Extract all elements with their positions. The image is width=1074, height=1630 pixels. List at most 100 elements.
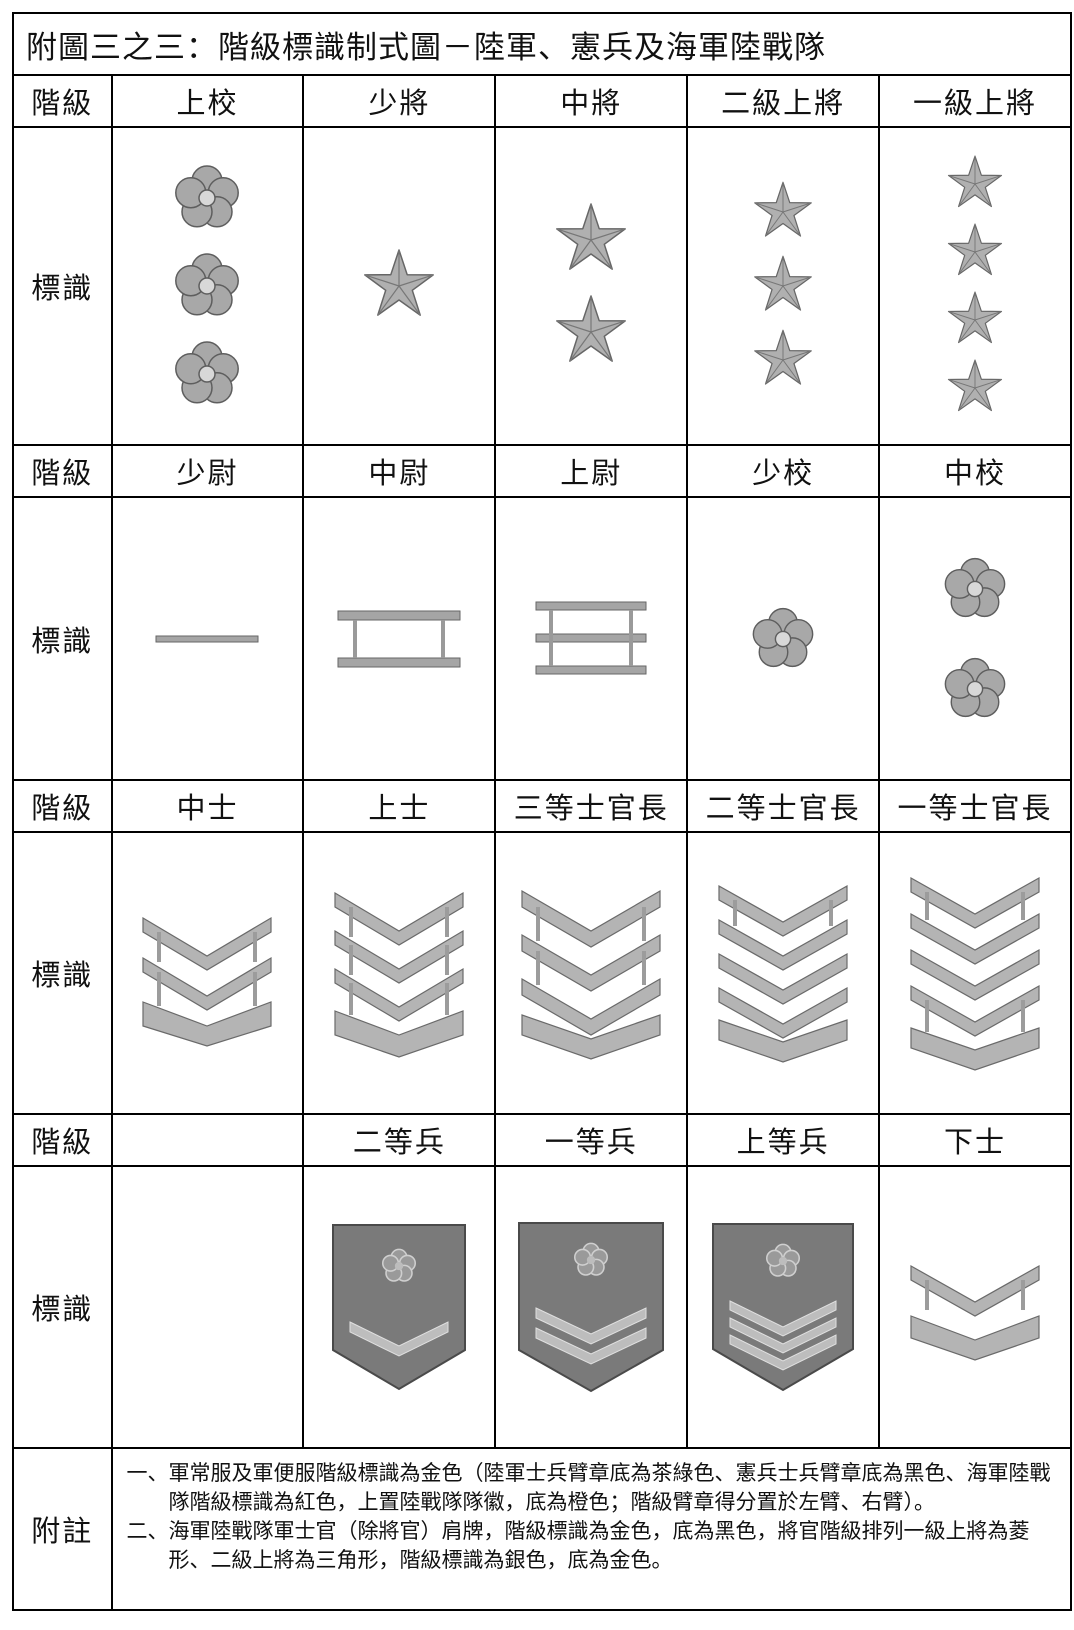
insignia-cell [686, 831, 881, 1115]
rank-name: 中士 [110, 779, 305, 833]
insignia-cell [302, 496, 497, 781]
major-general-insignia [304, 246, 494, 326]
arm-patch-icon [712, 1223, 855, 1392]
rank-name: 一等兵 [494, 1113, 689, 1167]
private-first-class-insignia [496, 1220, 686, 1394]
star-icon [754, 255, 812, 311]
rank-name: 中將 [494, 74, 689, 128]
note-item: 一、 軍常服及軍便服階級標識為金色（陸軍士兵臂章底為茶綠色、憲兵士兵臂章底為黑色… [127, 1459, 1060, 1517]
star-icon [947, 291, 1003, 344]
insignia-cell [878, 831, 1072, 1115]
colonel-insignia [113, 162, 303, 410]
notes-label: 附註 [12, 1447, 113, 1611]
rank-name: 上等兵 [686, 1113, 881, 1167]
chevrons-icon [910, 1264, 1040, 1361]
private-second-class-insignia [304, 1222, 494, 1392]
insignia-cell [878, 496, 1072, 781]
plum-blossom-icon [944, 657, 1006, 717]
insignia-cell [110, 831, 305, 1115]
insignia-row-label: 標識 [12, 1165, 113, 1449]
plum-blossom-icon [175, 253, 240, 316]
rank-row-label: 階級 [12, 1113, 113, 1167]
master-sergeant-second-class-insignia [688, 880, 878, 1066]
insignia-cell [110, 496, 305, 781]
rank-insignia-table: 附圖三之三：階級標識制式圖－陸軍、憲兵及海軍陸戰隊 階級 上校 少將 中將 二級… [12, 12, 1073, 1611]
insignia-cell [494, 126, 689, 446]
star-icon [556, 203, 627, 270]
chevrons-icon [142, 916, 273, 1047]
star-icon [947, 155, 1003, 208]
rank-name: 二等士官長 [686, 779, 881, 833]
note-text: 海軍陸戰隊軍士官（除將官）肩牌，階級標識為金色，底為黑色，將官階級排列一級上將為… [168, 1519, 1030, 1572]
star-icon [364, 249, 435, 316]
insignia-cell [302, 831, 497, 1115]
insignia-cell [878, 126, 1072, 446]
rank-row-label: 階級 [12, 444, 113, 498]
insignia-cell [878, 1165, 1072, 1449]
plum-blossom-icon [752, 607, 814, 667]
first-lieutenant-insignia [304, 607, 494, 671]
double-bar-icon [337, 610, 461, 667]
sergeant-insignia [113, 898, 303, 1048]
rank-name: 上校 [110, 74, 305, 128]
insignia-row-label: 標識 [12, 126, 113, 446]
rank-name: 三等士官長 [494, 779, 689, 833]
master-sergeant-first-class-insignia [880, 872, 1070, 1074]
master-sergeant-third-class-insignia [496, 883, 686, 1063]
star-icon [947, 359, 1003, 412]
arm-patch-icon [518, 1222, 665, 1393]
insignia-cell [302, 1165, 497, 1449]
note-text: 軍常服及軍便服階級標識為金色（陸軍士兵臂章底為茶綠色、憲兵士兵臂章底為黑色、海軍… [168, 1461, 1051, 1514]
major-insignia [688, 604, 878, 674]
insignia-cell-empty [110, 1165, 305, 1449]
plum-blossom-icon [944, 557, 1006, 617]
insignia-cell [686, 126, 881, 446]
second-lieutenant-insignia [113, 634, 303, 644]
arm-patch-icon [332, 1224, 467, 1391]
insignia-cell [110, 126, 305, 446]
rank-name: 上尉 [494, 444, 689, 498]
rank-name: 下士 [878, 1113, 1072, 1167]
rank-row-label: 階級 [12, 779, 113, 833]
insignia-row-label: 標識 [12, 831, 113, 1115]
rank-name: 二級上將 [686, 74, 881, 128]
note-number: 一、 [126, 1461, 169, 1485]
chevrons-icon [521, 889, 661, 1060]
rank-row-label: 階級 [12, 74, 113, 128]
lance-corporal-insignia [688, 1221, 878, 1393]
rank-name: 中校 [878, 444, 1072, 498]
notes-content: 一、 軍常服及軍便服階級標識為金色（陸軍士兵臂章底為茶綠色、憲兵士兵臂章底為黑色… [110, 1447, 1073, 1611]
chevrons-icon [910, 876, 1040, 1071]
insignia-cell [494, 1165, 689, 1449]
rank-name: 上士 [302, 779, 497, 833]
insignia-cell [302, 126, 497, 446]
star-icon [947, 223, 1003, 276]
rank-name: 少校 [686, 444, 881, 498]
insignia-cell [686, 496, 881, 781]
rank-name: 一等士官長 [878, 779, 1072, 833]
star-icon [754, 329, 812, 385]
note-item: 二、 海軍陸戰隊軍士官（除將官）肩牌，階級標識為金色，底為黑色，將官階級排列一級… [127, 1517, 1060, 1575]
lieutenant-general-insignia [496, 200, 686, 372]
rank-name: 二等兵 [302, 1113, 497, 1167]
star-icon [556, 295, 627, 362]
rank-name: 中尉 [302, 444, 497, 498]
insignia-cell [686, 1165, 881, 1449]
rank-name: 少將 [302, 74, 497, 128]
rank-name: 一級上將 [878, 74, 1072, 128]
corporal-insignia [880, 1252, 1070, 1362]
plum-blossom-icon [175, 165, 240, 228]
lieutenant-colonel-insignia [880, 554, 1070, 724]
chevrons-icon [334, 891, 464, 1058]
insignia-cell [494, 831, 689, 1115]
captain-insignia [496, 600, 686, 678]
general-first-class-insignia [880, 153, 1070, 419]
plum-blossom-icon [175, 341, 240, 404]
note-number: 二、 [126, 1519, 169, 1543]
insignia-cell [494, 496, 689, 781]
triple-bar-icon [535, 601, 647, 674]
staff-sergeant-insignia [304, 885, 494, 1061]
star-icon [754, 181, 812, 237]
document-title: 附圖三之三：階級標識制式圖－陸軍、憲兵及海軍陸戰隊 [12, 12, 1072, 76]
